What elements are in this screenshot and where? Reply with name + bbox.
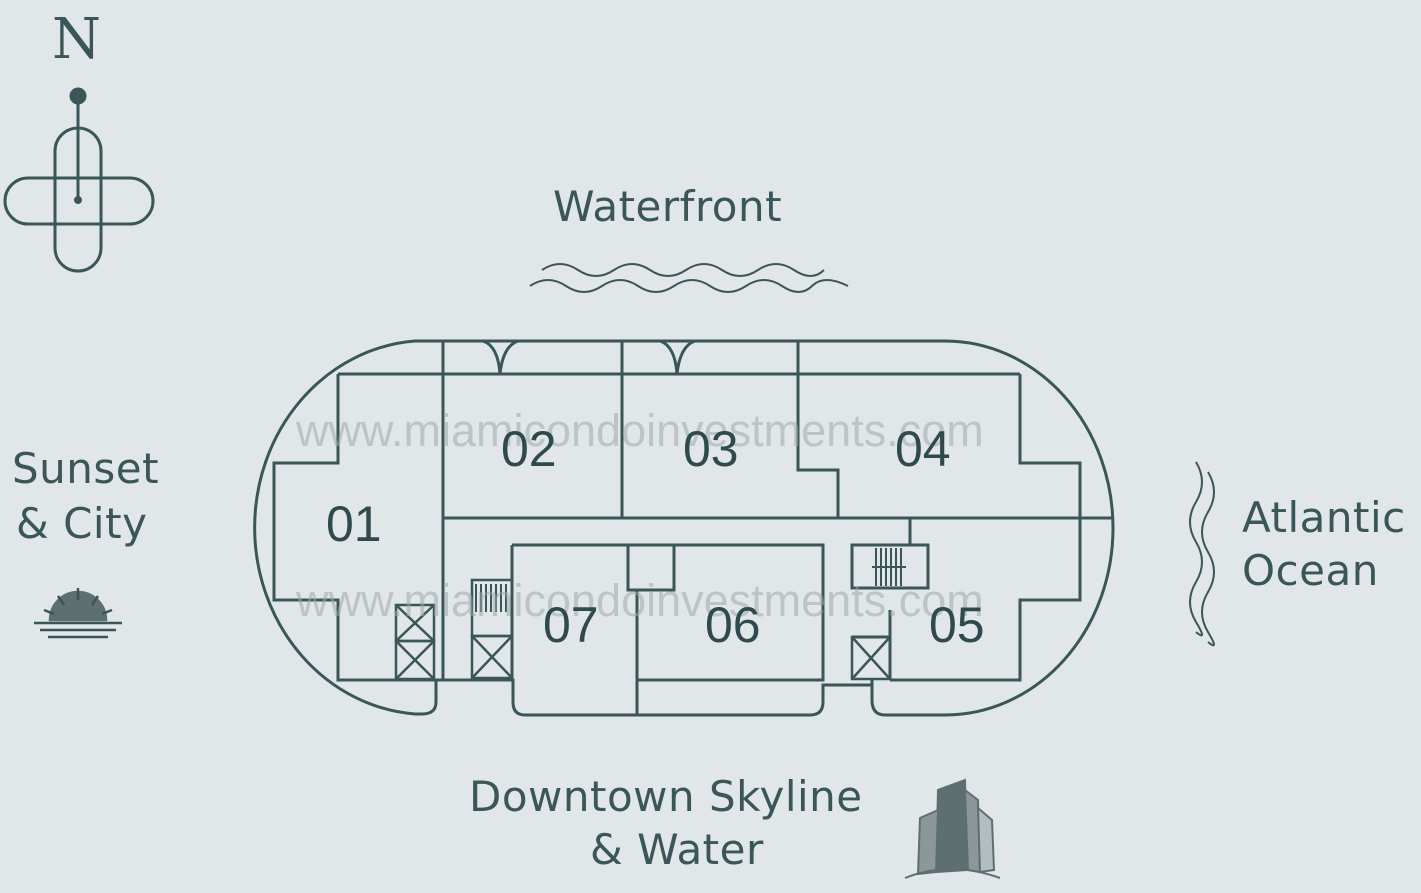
label-north: Waterfront [553,182,783,231]
unit-label-02[interactable]: 02 [501,421,557,477]
compass-icon [3,87,155,273]
sunset-icon [34,588,122,639]
unit-label-05[interactable]: 05 [929,597,985,653]
label-south-line2: & Water [590,825,764,874]
label-east-line1: Atlantic [1242,493,1406,542]
waves-icon [529,263,849,293]
building-outline [253,339,1115,717]
unit-label-01[interactable]: 01 [326,496,382,552]
stair-icons [475,548,906,612]
interior-walls [272,339,1112,715]
unit-label-04[interactable]: 04 [895,421,951,477]
unit-label-03[interactable]: 03 [683,421,739,477]
label-east-line2: Ocean [1242,546,1379,595]
ocean-waves-icon [1189,461,1215,647]
elevator-icons [394,578,892,681]
unit-label-07[interactable]: 07 [543,597,599,653]
building-icon [904,778,1001,879]
compass-north-letter: N [52,7,101,72]
unit-label-06[interactable]: 06 [705,597,761,653]
label-west-line2: & City [16,499,148,548]
label-south-line1: Downtown Skyline [469,772,863,821]
label-west-line1: Sunset [12,444,160,493]
